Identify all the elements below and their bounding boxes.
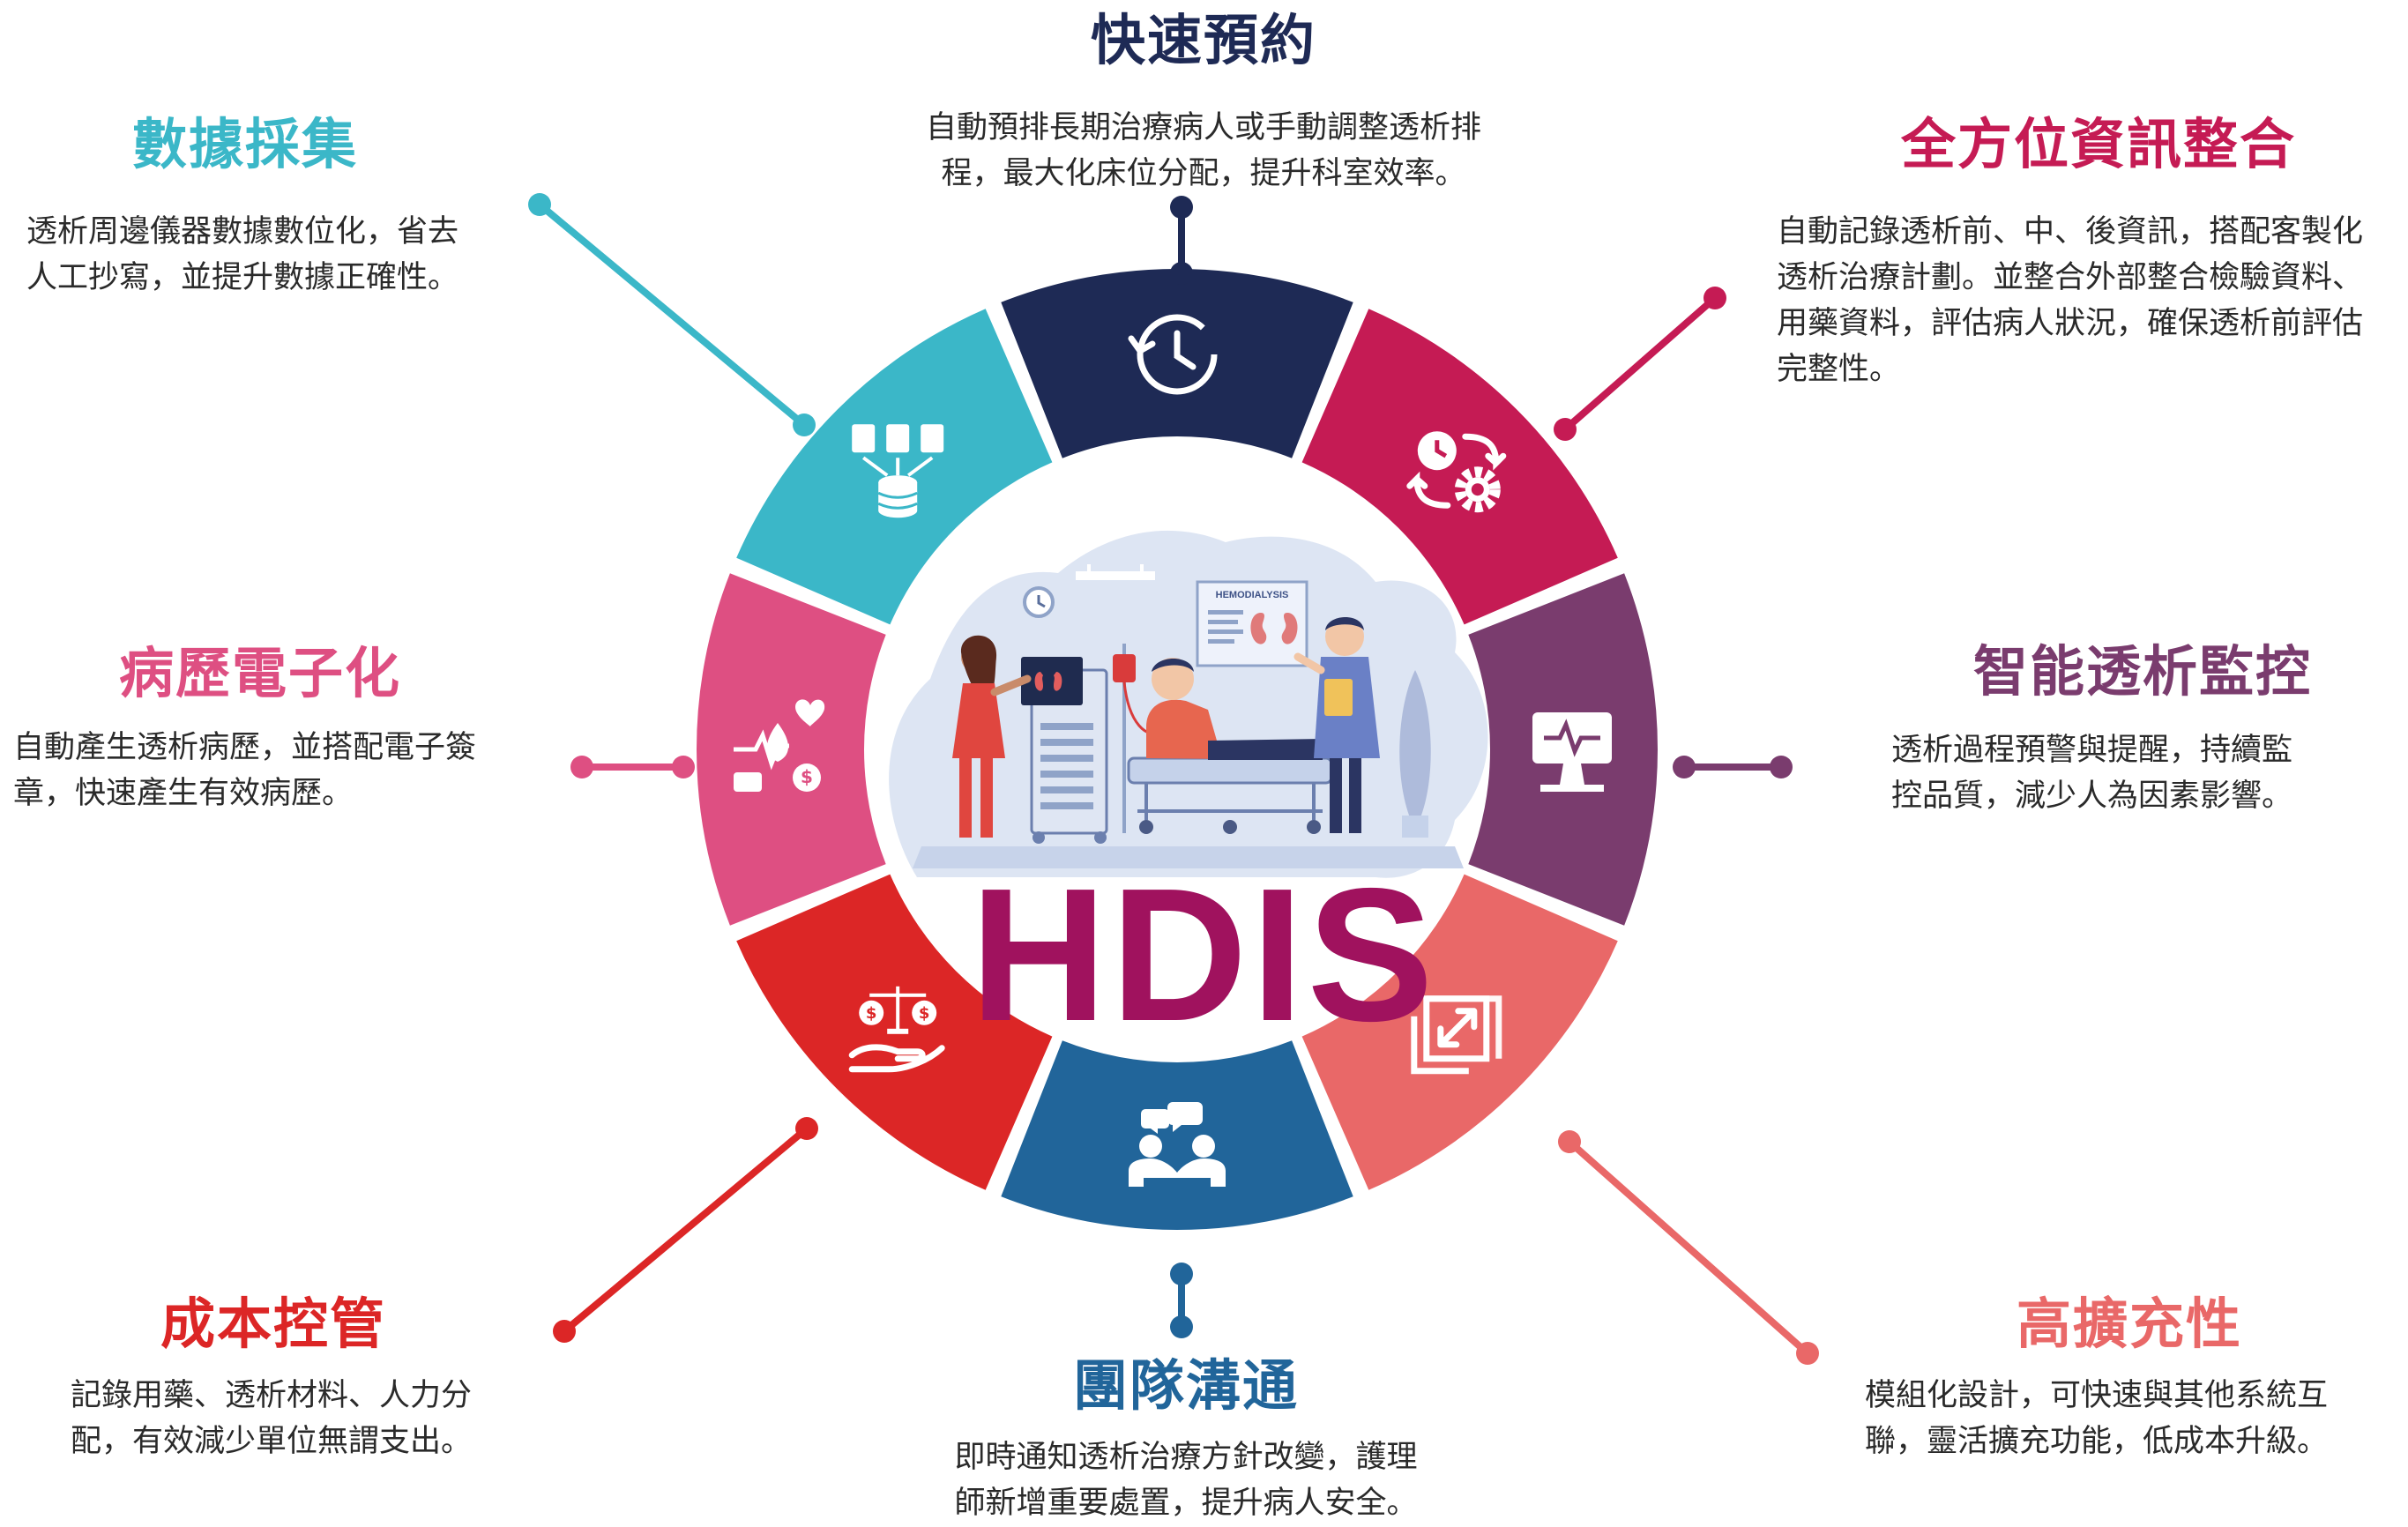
segment-team [1001, 1040, 1353, 1231]
connector-dot [1554, 418, 1577, 441]
feature-desc: 記錄用藥、透析材料、人力分配，有效減少單位無謂支出。 [71, 1378, 473, 1459]
connector-dot [1558, 1130, 1581, 1153]
clock-icon [1128, 314, 1218, 395]
ceiling-lamp [1076, 571, 1155, 580]
feature-desc: 模組化設計，可快速與其他系統互聯，靈活擴充功能，低成本升級。 [1865, 1378, 2329, 1459]
feature-cost: 成本控管 記錄用藥、透析材料、人力分配，有效減少單位無謂支出。 [71, 1292, 564, 1465]
kidney-icon [1250, 613, 1298, 644]
connector-dot [1170, 1263, 1193, 1285]
feature-title: 數據採集 [132, 112, 359, 176]
feature-title: 團隊溝通 [1072, 1353, 1299, 1418]
feature-title: 成本控管 [160, 1292, 387, 1356]
connector-dot [793, 413, 816, 436]
connector-dot [528, 193, 551, 216]
feature-integration: 全方位資訊整合 自動記錄透析前、中、後資訊，搭配客製化透析治療計劃。並整合外部整… [1777, 112, 2394, 392]
connector-dot [570, 756, 593, 778]
machine-screen [1021, 657, 1083, 705]
feature-title: 高擴充性 [2016, 1292, 2242, 1356]
connector-dot [1770, 756, 1793, 778]
connector-dot [672, 756, 695, 778]
monitor-icon [1532, 712, 1612, 792]
feature-desc: 自動記錄透析前、中、後資訊，搭配客製化透析治療計劃。並整合外部整合檢驗資料、用藥… [1777, 214, 2364, 387]
data-collection-icon [852, 424, 944, 518]
connector-scalability [1567, 1139, 1810, 1356]
hemodialysis-illustration: HEMODIALYSIS [889, 530, 1488, 878]
process-gear-icon [1406, 431, 1507, 513]
feature-desc: 透析過程預警與提醒，持續監控品質，減少人為因素影響。 [1891, 733, 2293, 814]
connector-cost [562, 1125, 809, 1335]
segment-scalability [1301, 874, 1618, 1190]
svg-text:$: $ [801, 766, 813, 787]
connector-integration [1562, 294, 1718, 433]
feature-desc: 自動預排長期治療病人或手動調整透析排程，最大化床位分配，提升科室效率。 [925, 110, 1481, 191]
segment-integration [1301, 309, 1618, 625]
svg-text:$: $ [866, 1004, 877, 1023]
nurse-figure [952, 635, 1032, 838]
blood-bag [1113, 654, 1136, 682]
feature-title: 智能透析監控 [1972, 639, 2312, 704]
floor-shadow [913, 846, 1464, 868]
feature-desc: 透析周邊儀器數據數位化，省去人工抄寫，並提升數據正確性。 [26, 214, 459, 295]
feature-booking: 快速預約 自動預排長期治療病人或手動調整透析排程，最大化床位分配，提升科室效率。 [882, 8, 1525, 197]
connector-lines [528, 193, 1819, 1365]
segment-data [736, 309, 1053, 625]
doctor-figure [1293, 616, 1380, 833]
feature-team: 團隊溝通 即時通知透析治療方針改變，護理師新增重要處置，提升病人安全。 [899, 1353, 1472, 1527]
feature-title: 快速預約 [1090, 8, 1316, 72]
feature-data: 數據採集 透析周邊儀器數據數位化，省去人工抄寫，並提升數據正確性。 [26, 112, 520, 302]
connector-dot [795, 1117, 818, 1140]
connector-dot [1796, 1342, 1819, 1365]
svg-text:$: $ [919, 1004, 930, 1023]
hdis-title: HDIS [970, 848, 1437, 1061]
balance-hand-icon: $$ [848, 986, 945, 1073]
connector-dot [1703, 287, 1726, 309]
poster-text: HEMODIALYSIS [1216, 590, 1289, 600]
feature-monitoring: 智能透析監控 透析過程預警與提醒，持續監控品質，減少人為因素影響。 [1887, 639, 2398, 820]
hospital-bed [1127, 756, 1333, 785]
ring-segments: $$$ [696, 268, 1659, 1231]
plant [1399, 670, 1431, 820]
feature-title: 病歷電子化 [119, 641, 402, 705]
health-record-icon: $ [734, 699, 825, 792]
segment-booking [1001, 268, 1353, 458]
feature-scalability: 高擴充性 模組化設計，可快速與其他系統互聯，靈活擴充功能，低成本升級。 [1865, 1292, 2394, 1465]
segment-emr [696, 573, 886, 926]
connector-dot [1170, 262, 1193, 285]
feature-desc: 自動產生透析病歷，並搭配電子簽章，快速產生有效病歷。 [13, 730, 477, 811]
connector-dot [1673, 756, 1696, 778]
team-chat-icon [1129, 1102, 1226, 1187]
connector-dot [1170, 196, 1193, 219]
feature-emr: 病歷電子化 自動產生透析病歷，並搭配電子簽章，快速產生有效病歷。 [13, 641, 542, 817]
expand-icon [1411, 995, 1502, 1075]
feature-desc: 即時通知透析治療方針改變，護理師新增重要處置，提升病人安全。 [954, 1440, 1418, 1521]
connector-dot [1170, 1315, 1193, 1338]
connector-data [537, 201, 807, 428]
feature-title: 全方位資訊整合 [1900, 112, 2296, 176]
connector-dot [553, 1320, 576, 1343]
